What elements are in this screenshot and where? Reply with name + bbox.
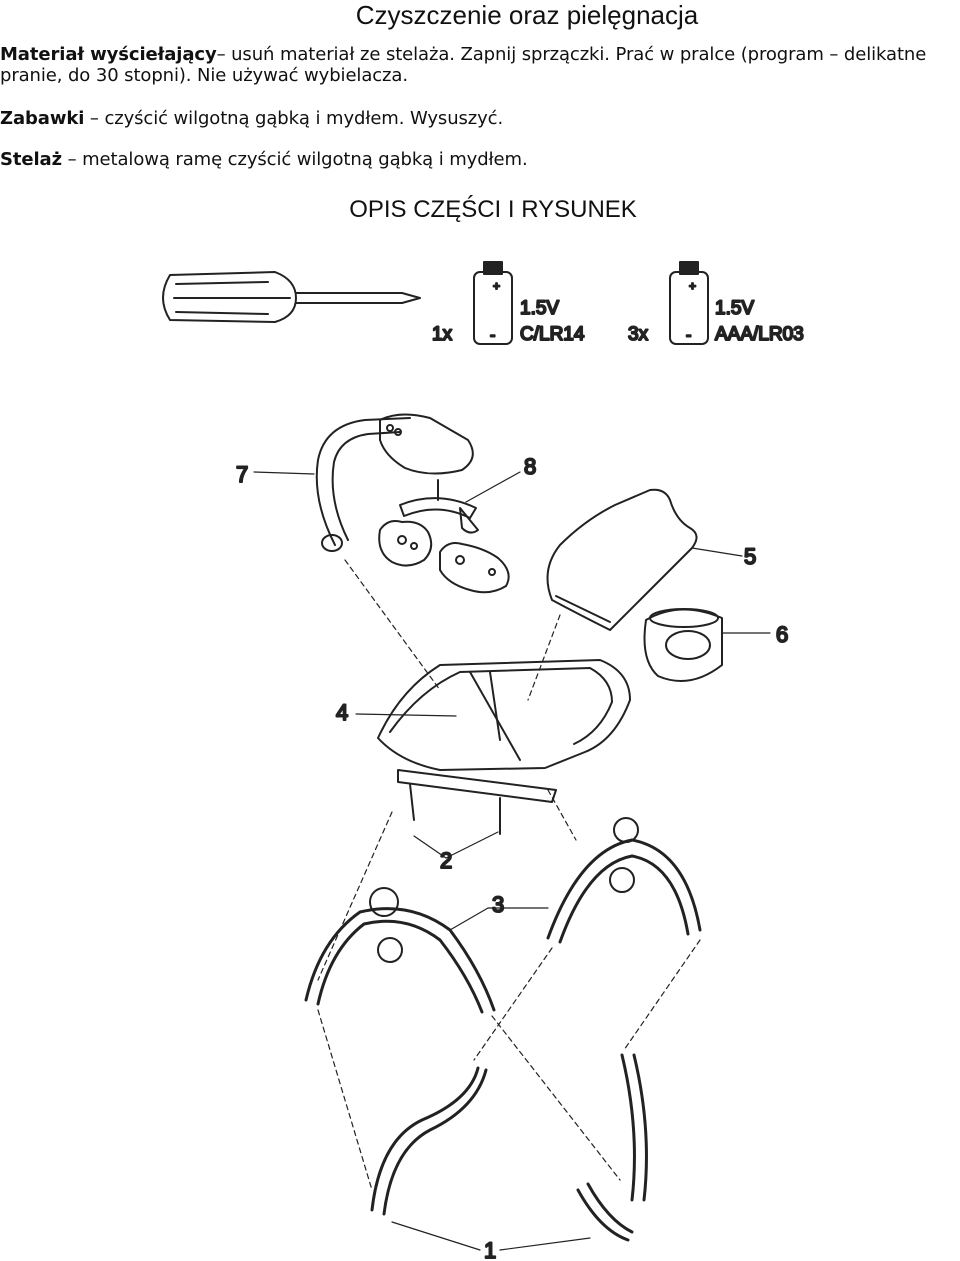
battery-c-icon <box>473 261 513 345</box>
section-heading: OPIS CZĘŚCI I RYSUNEK <box>349 196 637 223</box>
mobile-toys-drawing <box>378 479 510 594</box>
legs-drawing <box>370 1053 648 1242</box>
frame-label: Stelaż <box>0 149 62 170</box>
battery-aaa-minus: - <box>686 327 691 344</box>
battery-aaa-type: AAA/LR03 <box>715 324 804 345</box>
battery-c-type: C/LR14 <box>520 324 585 345</box>
leader-lines <box>253 471 771 1251</box>
frame-text: – metalową ramę czyścić wilgotną gąbką i… <box>61 149 528 170</box>
page-title: Czyszczenie oraz pielęgnacja <box>355 0 699 30</box>
seat-drawing <box>377 659 631 835</box>
battery-c-count: 1x <box>432 324 453 345</box>
assembly-lines <box>317 559 701 1191</box>
part-label-1: 1 <box>484 1238 496 1261</box>
part-label-5: 5 <box>744 544 756 569</box>
paragraph-padding: Materiał wyściełający– usuń materiał ze … <box>0 44 960 86</box>
parts-drawing: + - 1x 1.5V C/LR14 + - 3x 1.5V AAA/LR03 <box>162 261 805 1261</box>
battery-aaa-voltage: 1.5V <box>715 298 754 319</box>
battery-c-voltage: 1.5V <box>520 298 559 319</box>
part-label-8: 8 <box>524 454 536 479</box>
screwdriver-icon <box>162 271 421 323</box>
paragraph-toys: Zabawki – czyścić wilgotną gąbką i mydłe… <box>0 108 960 129</box>
battery-aaa-icon <box>669 261 709 345</box>
toys-label: Zabawki <box>0 108 85 129</box>
control-unit-drawing <box>643 608 723 682</box>
part-label-6: 6 <box>776 622 788 647</box>
seat-cover-drawing <box>546 488 698 631</box>
padding-label: Materiał wyściełający <box>0 44 217 65</box>
battery-c-minus: - <box>490 327 495 344</box>
paragraph-frame: Stelaż – metalową ramę czyścić wilgotną … <box>0 149 960 170</box>
battery-c-plus: + <box>493 279 500 293</box>
padding-text-line2: pranie, do 30 stopni). Nie używać wybiel… <box>0 65 408 86</box>
part-label-7: 7 <box>236 462 248 487</box>
battery-aaa-count: 3x <box>628 324 649 345</box>
part-label-4: 4 <box>336 700 348 725</box>
padding-text-line1: – usuń materiał ze stelaża. Zapnij sprzą… <box>216 44 927 65</box>
part-label-3: 3 <box>492 892 504 917</box>
battery-aaa-plus: + <box>689 279 696 293</box>
mobile-arm-drawing <box>315 413 474 552</box>
toys-text: – czyścić wilgotną gąbką i mydłem. Wysus… <box>84 108 504 129</box>
upper-frame-drawing <box>304 817 702 1014</box>
part-label-2: 2 <box>440 848 452 873</box>
